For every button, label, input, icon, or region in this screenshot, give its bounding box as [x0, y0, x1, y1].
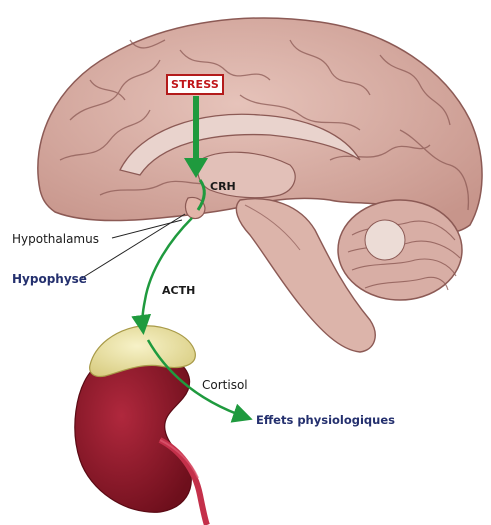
cerebellum: [338, 200, 462, 300]
acth-arrow: [142, 218, 192, 330]
cortisol-label: Cortisol: [202, 378, 248, 392]
acth-label: ACTH: [162, 284, 195, 297]
hypophyse-label: Hypophyse: [12, 272, 87, 286]
hypothalamus-label: Hypothalamus: [12, 232, 99, 246]
kidney: [75, 352, 207, 525]
crh-label: CRH: [210, 180, 236, 193]
stress-label: STRESS: [166, 74, 224, 95]
effets-physiologiques-label: Effets physiologiques: [256, 413, 395, 427]
